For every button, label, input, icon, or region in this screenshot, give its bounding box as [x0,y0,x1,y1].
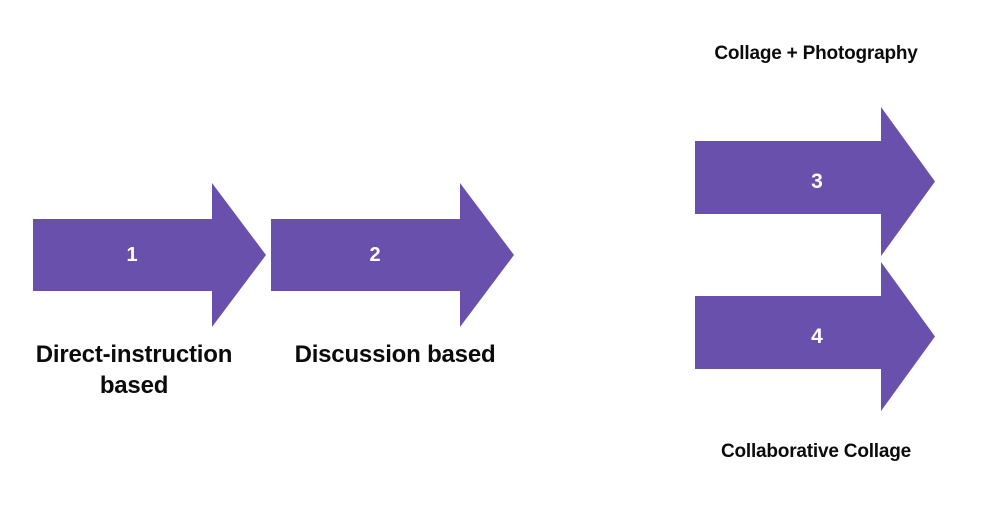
right-arrow-icon [695,262,935,411]
label-step-3: Collage + Photography [714,43,918,64]
arrow-step-4-number: 4 [811,325,823,348]
arrow-step-4[interactable]: 4 [695,262,936,411]
arrow-step-2[interactable]: 2 [271,183,515,327]
label-step-4: Collaborative Collage [720,441,912,462]
arrow-step-1[interactable]: 1 [33,183,267,327]
arrow-step-1-number: 1 [126,244,138,266]
right-arrow-icon [271,183,514,327]
arrow-step-3[interactable]: 3 [695,107,936,256]
label-step-1: Direct-instruction based [35,341,233,399]
arrow-step-3-number: 3 [811,170,823,193]
right-arrow-icon [695,107,935,256]
label-step-2: Discussion based [294,341,496,368]
right-arrow-icon [33,183,266,327]
arrow-step-2-number: 2 [369,244,381,266]
